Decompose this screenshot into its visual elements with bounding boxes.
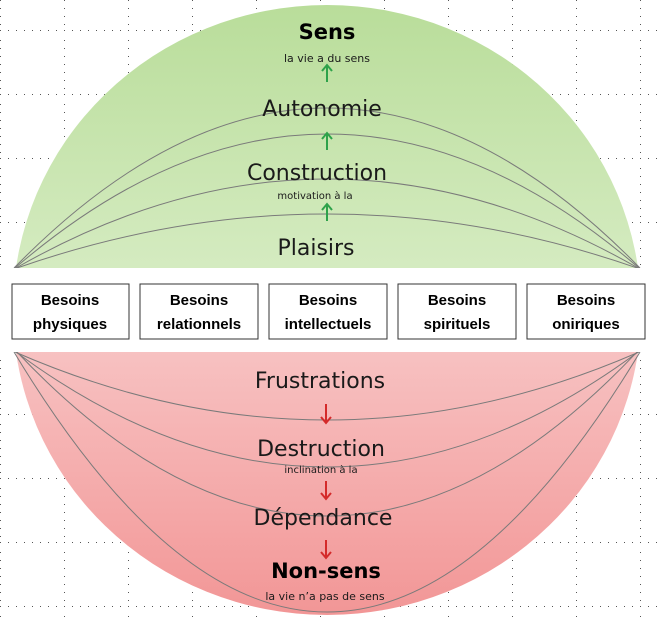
arrow-down-icon-3: [320, 540, 332, 560]
upper-arc-outer: [13, 107, 641, 269]
arrow-up-icon-1: [321, 63, 333, 82]
arrow-up-icon-3: [321, 202, 333, 221]
arrow-down-icon-2: [320, 481, 332, 501]
need-label-line1: Besoins: [299, 292, 357, 309]
need-label-line1: Besoins: [557, 292, 615, 309]
need-label-line2: spirituels: [424, 316, 491, 333]
lower-arc-outer: [13, 351, 641, 613]
lower-arc-2: [15, 351, 639, 468]
need-box-relationnels: Besoins relationnels: [139, 283, 259, 340]
need-box-oniriques: Besoins oniriques: [526, 283, 646, 340]
level-construction: Construction: [247, 161, 387, 186]
level-destruction: Destruction: [257, 437, 385, 462]
top-title: Sens: [299, 20, 356, 44]
level-autonomie: Autonomie: [262, 97, 382, 122]
level-dependance: Dépendance: [254, 506, 393, 531]
level-plaisirs: Plaisirs: [277, 236, 354, 261]
need-label-line2: physiques: [33, 316, 107, 333]
need-box-physiques: Besoins physiques: [11, 283, 130, 340]
need-label-line2: oniriques: [552, 316, 620, 333]
lower-arc-3: [16, 351, 638, 517]
need-box-spirituels: Besoins spirituels: [397, 283, 517, 340]
need-label-line1: Besoins: [428, 292, 486, 309]
level-construction-note: motivation à la: [277, 190, 352, 202]
level-frustrations: Frustrations: [255, 369, 385, 394]
need-label-line1: Besoins: [170, 292, 228, 309]
need-label-line2: intellectuels: [285, 316, 372, 333]
arrow-up-icon-2: [321, 131, 333, 150]
bottom-subtitle: la vie n’a pas de sens: [265, 590, 384, 603]
bottom-title: Non-sens: [271, 559, 381, 583]
need-box-intellectuels: Besoins intellectuels: [268, 283, 388, 340]
top-subtitle: la vie a du sens: [284, 52, 370, 65]
need-label-line2: relationnels: [157, 316, 241, 333]
need-label-line1: Besoins: [41, 292, 99, 309]
level-destruction-note: inclination à la: [284, 464, 357, 476]
upper-arc-2: [15, 178, 639, 269]
arrow-down-icon-1: [320, 404, 332, 425]
